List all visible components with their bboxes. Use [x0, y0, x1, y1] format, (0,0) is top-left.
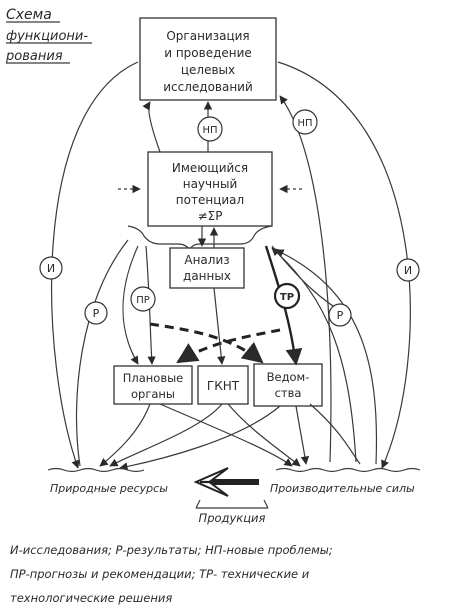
- planning-line-2: органы: [131, 387, 175, 401]
- marker-pr: ПР: [130, 286, 156, 312]
- line-ministries-right: [309, 403, 361, 465]
- pr-label: ПР: [136, 295, 150, 306]
- line-gknt-to-forces: [227, 403, 301, 467]
- i-left-circle: [39, 256, 63, 280]
- marker-np-right: НП: [292, 109, 318, 135]
- potential-line-1: Имеющийся: [172, 161, 248, 175]
- node-research: Организация и проведение целевых исследо…: [139, 17, 277, 101]
- gknt-box: [197, 365, 249, 405]
- i-right-label: И: [404, 264, 412, 277]
- research-line-2: и проведение: [164, 46, 252, 60]
- line-planning-to-forces: [159, 403, 293, 467]
- gknt-label: ГКНТ: [207, 379, 240, 393]
- marker-i-right: И: [396, 258, 420, 282]
- i-left-label: И: [47, 262, 55, 275]
- research-line-1: Организация: [166, 29, 249, 43]
- arc-research-to-resources: [50, 61, 139, 469]
- forces-wave: [275, 467, 421, 473]
- r-right-circle: [328, 303, 352, 327]
- line-forces-to-brace: [271, 247, 357, 463]
- resources-label: Природные ресурсы: [50, 482, 168, 495]
- marker-np-left: НП: [197, 116, 223, 142]
- arc-research-to-forces: [277, 61, 411, 469]
- analysis-line-2: данных: [183, 269, 231, 283]
- legend: И-исследования; Р-результаты; НП-новые п…: [10, 538, 442, 610]
- analysis-box: [169, 247, 245, 289]
- products-bracket-ends: [195, 499, 269, 509]
- np-left-label: НП: [202, 125, 217, 136]
- tr-label: ТР: [280, 292, 294, 303]
- research-box: [139, 17, 277, 101]
- r-left-label: Р: [93, 307, 100, 320]
- title-line-2: функциони-: [6, 29, 88, 44]
- legend-line-2: ПР-прогнозы и рекомендации; ТР- техничес…: [10, 567, 310, 581]
- line-brace-to-planning: [122, 245, 139, 365]
- research-line-3: целевых: [181, 63, 235, 77]
- line-ministries-to-forces: [295, 405, 310, 465]
- marker-r-right: Р: [328, 303, 352, 327]
- forces-label: Производительные силы: [270, 482, 415, 495]
- pr-circle: [130, 286, 156, 312]
- line-planning-to-resources: [99, 403, 151, 467]
- potential-line-3: потенциал: [176, 193, 244, 207]
- products-arrow: [193, 467, 259, 497]
- line-brace-to-resources: [75, 239, 129, 467]
- np-right-label: НП: [297, 118, 312, 129]
- marker-i-left: И: [39, 256, 63, 280]
- line-forces-to-brace-outer: [275, 249, 378, 465]
- node-potential: Имеющийся научный потенциал ≠ΣP: [147, 151, 273, 227]
- functioning-scheme-diagram: Схема функциони- рования Организация и п…: [5, 7, 421, 525]
- np-line-left: [142, 101, 161, 153]
- r-left-circle: [84, 301, 108, 325]
- tr-circle: [273, 282, 301, 310]
- ministries-line-1: Ведом-: [267, 370, 310, 384]
- potential-brace: [127, 225, 273, 252]
- title-line-1: Схема: [6, 7, 52, 23]
- line-gknt-to-resources: [109, 403, 223, 467]
- line-ministries-to-resources: [119, 405, 281, 471]
- line-pr-to-planning: [145, 245, 156, 365]
- node-ministries: Ведом- ства: [253, 363, 323, 407]
- potential-box: [147, 151, 273, 227]
- r-right-label: Р: [337, 309, 344, 322]
- research-line-4: исследований: [163, 80, 253, 94]
- planning-box: [113, 365, 193, 405]
- np-left-circle: [197, 116, 223, 142]
- node-planning: Плановые органы: [113, 365, 193, 405]
- products-label: Продукция: [199, 511, 266, 525]
- marker-r-left: Р: [84, 301, 108, 325]
- i-right-circle: [396, 258, 420, 282]
- resources-wave: [47, 467, 145, 473]
- diagram-title: Схема функциони- рования: [5, 7, 92, 64]
- planning-line-1: Плановые: [123, 371, 184, 385]
- potential-line-4: ≠ΣP: [198, 209, 223, 223]
- legend-line-3: технологические решения: [10, 591, 173, 605]
- dashed-line-to-ministries: [149, 322, 264, 364]
- title-line-3: рования: [5, 49, 63, 64]
- potential-line-2: научный: [183, 177, 238, 191]
- ministries-line-2: ства: [275, 386, 302, 400]
- dashed-line-to-planning: [176, 328, 281, 364]
- ministries-box: [253, 363, 323, 407]
- node-gknt: ГКНТ: [197, 365, 249, 405]
- analysis-line-1: Анализ: [184, 253, 229, 267]
- np-line-right: [279, 95, 332, 463]
- marker-tr: ТР: [273, 282, 301, 310]
- node-analysis: Анализ данных: [169, 247, 245, 289]
- legend-line-1: И-исследования; Р-результаты; НП-новые п…: [10, 543, 333, 557]
- np-right-circle: [292, 109, 318, 135]
- line-analysis-to-gknt: [213, 287, 226, 365]
